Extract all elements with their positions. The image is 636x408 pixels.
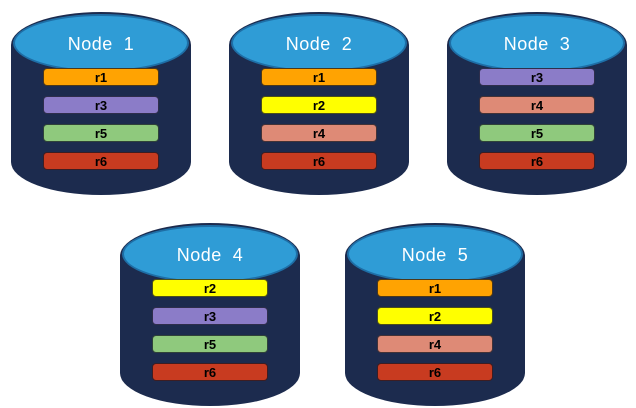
node-title: Node 3 xyxy=(503,33,571,54)
replica-bar-r4: r4 xyxy=(261,124,377,142)
replica-label: r6 xyxy=(428,364,442,380)
replica-bar-r4: r4 xyxy=(377,335,493,353)
replica-bar-r6: r6 xyxy=(152,363,268,381)
replica-bar-r5: r5 xyxy=(479,124,595,142)
database-node-1: Node 1 r1 r3 r5 r6 xyxy=(11,12,191,195)
replica-bar-list: r1 r2 r4 r6 xyxy=(261,68,377,170)
replica-bar-r3: r3 xyxy=(479,68,595,86)
replica-label: r5 xyxy=(530,125,544,141)
replica-bar-r6: r6 xyxy=(261,152,377,170)
cylinder-top-ellipse: Node 5 xyxy=(347,225,523,283)
replica-bar-r3: r3 xyxy=(43,96,159,114)
replica-bar-r2: r2 xyxy=(152,279,268,297)
replica-label: r1 xyxy=(312,69,326,85)
replica-bar-r1: r1 xyxy=(261,68,377,86)
cylinder-top-ellipse: Node 2 xyxy=(231,14,407,72)
replica-bar-list: r3 r4 r5 r6 xyxy=(479,68,595,170)
replica-label: r6 xyxy=(203,364,217,380)
node-title: Node 5 xyxy=(401,244,469,265)
replica-label: r1 xyxy=(94,69,108,85)
replica-bar-r1: r1 xyxy=(377,279,493,297)
replica-bar-r6: r6 xyxy=(377,363,493,381)
replica-label: r2 xyxy=(203,280,217,296)
replica-label: r6 xyxy=(94,153,108,169)
replica-bar-r1: r1 xyxy=(43,68,159,86)
database-node-4: Node 4 r2 r3 r5 r6 xyxy=(120,223,300,406)
replica-label: r5 xyxy=(203,336,217,352)
database-node-3: Node 3 r3 r4 r5 r6 xyxy=(447,12,627,195)
replica-label: r4 xyxy=(530,97,544,113)
replica-bar-r6: r6 xyxy=(479,152,595,170)
node-title: Node 1 xyxy=(67,33,135,54)
node-title: Node 2 xyxy=(285,33,353,54)
replica-bar-list: r1 r2 r4 r6 xyxy=(377,279,493,381)
replica-bar-list: r1 r3 r5 r6 xyxy=(43,68,159,170)
replica-bar-r2: r2 xyxy=(261,96,377,114)
replica-label: r1 xyxy=(428,280,442,296)
replica-bar-r5: r5 xyxy=(152,335,268,353)
database-node-2: Node 2 r1 r2 r4 r6 xyxy=(229,12,409,195)
cylinder-top-ellipse: Node 4 xyxy=(122,225,298,283)
replica-label: r3 xyxy=(203,308,217,324)
replica-label: r6 xyxy=(530,153,544,169)
replica-bar-r6: r6 xyxy=(43,152,159,170)
replica-bar-r3: r3 xyxy=(152,307,268,325)
replica-bar-r2: r2 xyxy=(377,307,493,325)
replica-bar-r4: r4 xyxy=(479,96,595,114)
replica-label: r6 xyxy=(312,153,326,169)
replica-label: r2 xyxy=(312,97,326,113)
replica-bar-list: r2 r3 r5 r6 xyxy=(152,279,268,381)
cylinder-top-ellipse: Node 1 xyxy=(13,14,189,72)
replica-label: r3 xyxy=(94,97,108,113)
replica-bar-r5: r5 xyxy=(43,124,159,142)
node-title: Node 4 xyxy=(176,244,244,265)
replica-label: r2 xyxy=(428,308,442,324)
database-node-5: Node 5 r1 r2 r4 r6 xyxy=(345,223,525,406)
replica-label: r4 xyxy=(428,336,442,352)
cylinder-top-ellipse: Node 3 xyxy=(449,14,625,72)
replica-label: r4 xyxy=(312,125,326,141)
replica-label: r5 xyxy=(94,125,108,141)
replica-label: r3 xyxy=(530,69,544,85)
